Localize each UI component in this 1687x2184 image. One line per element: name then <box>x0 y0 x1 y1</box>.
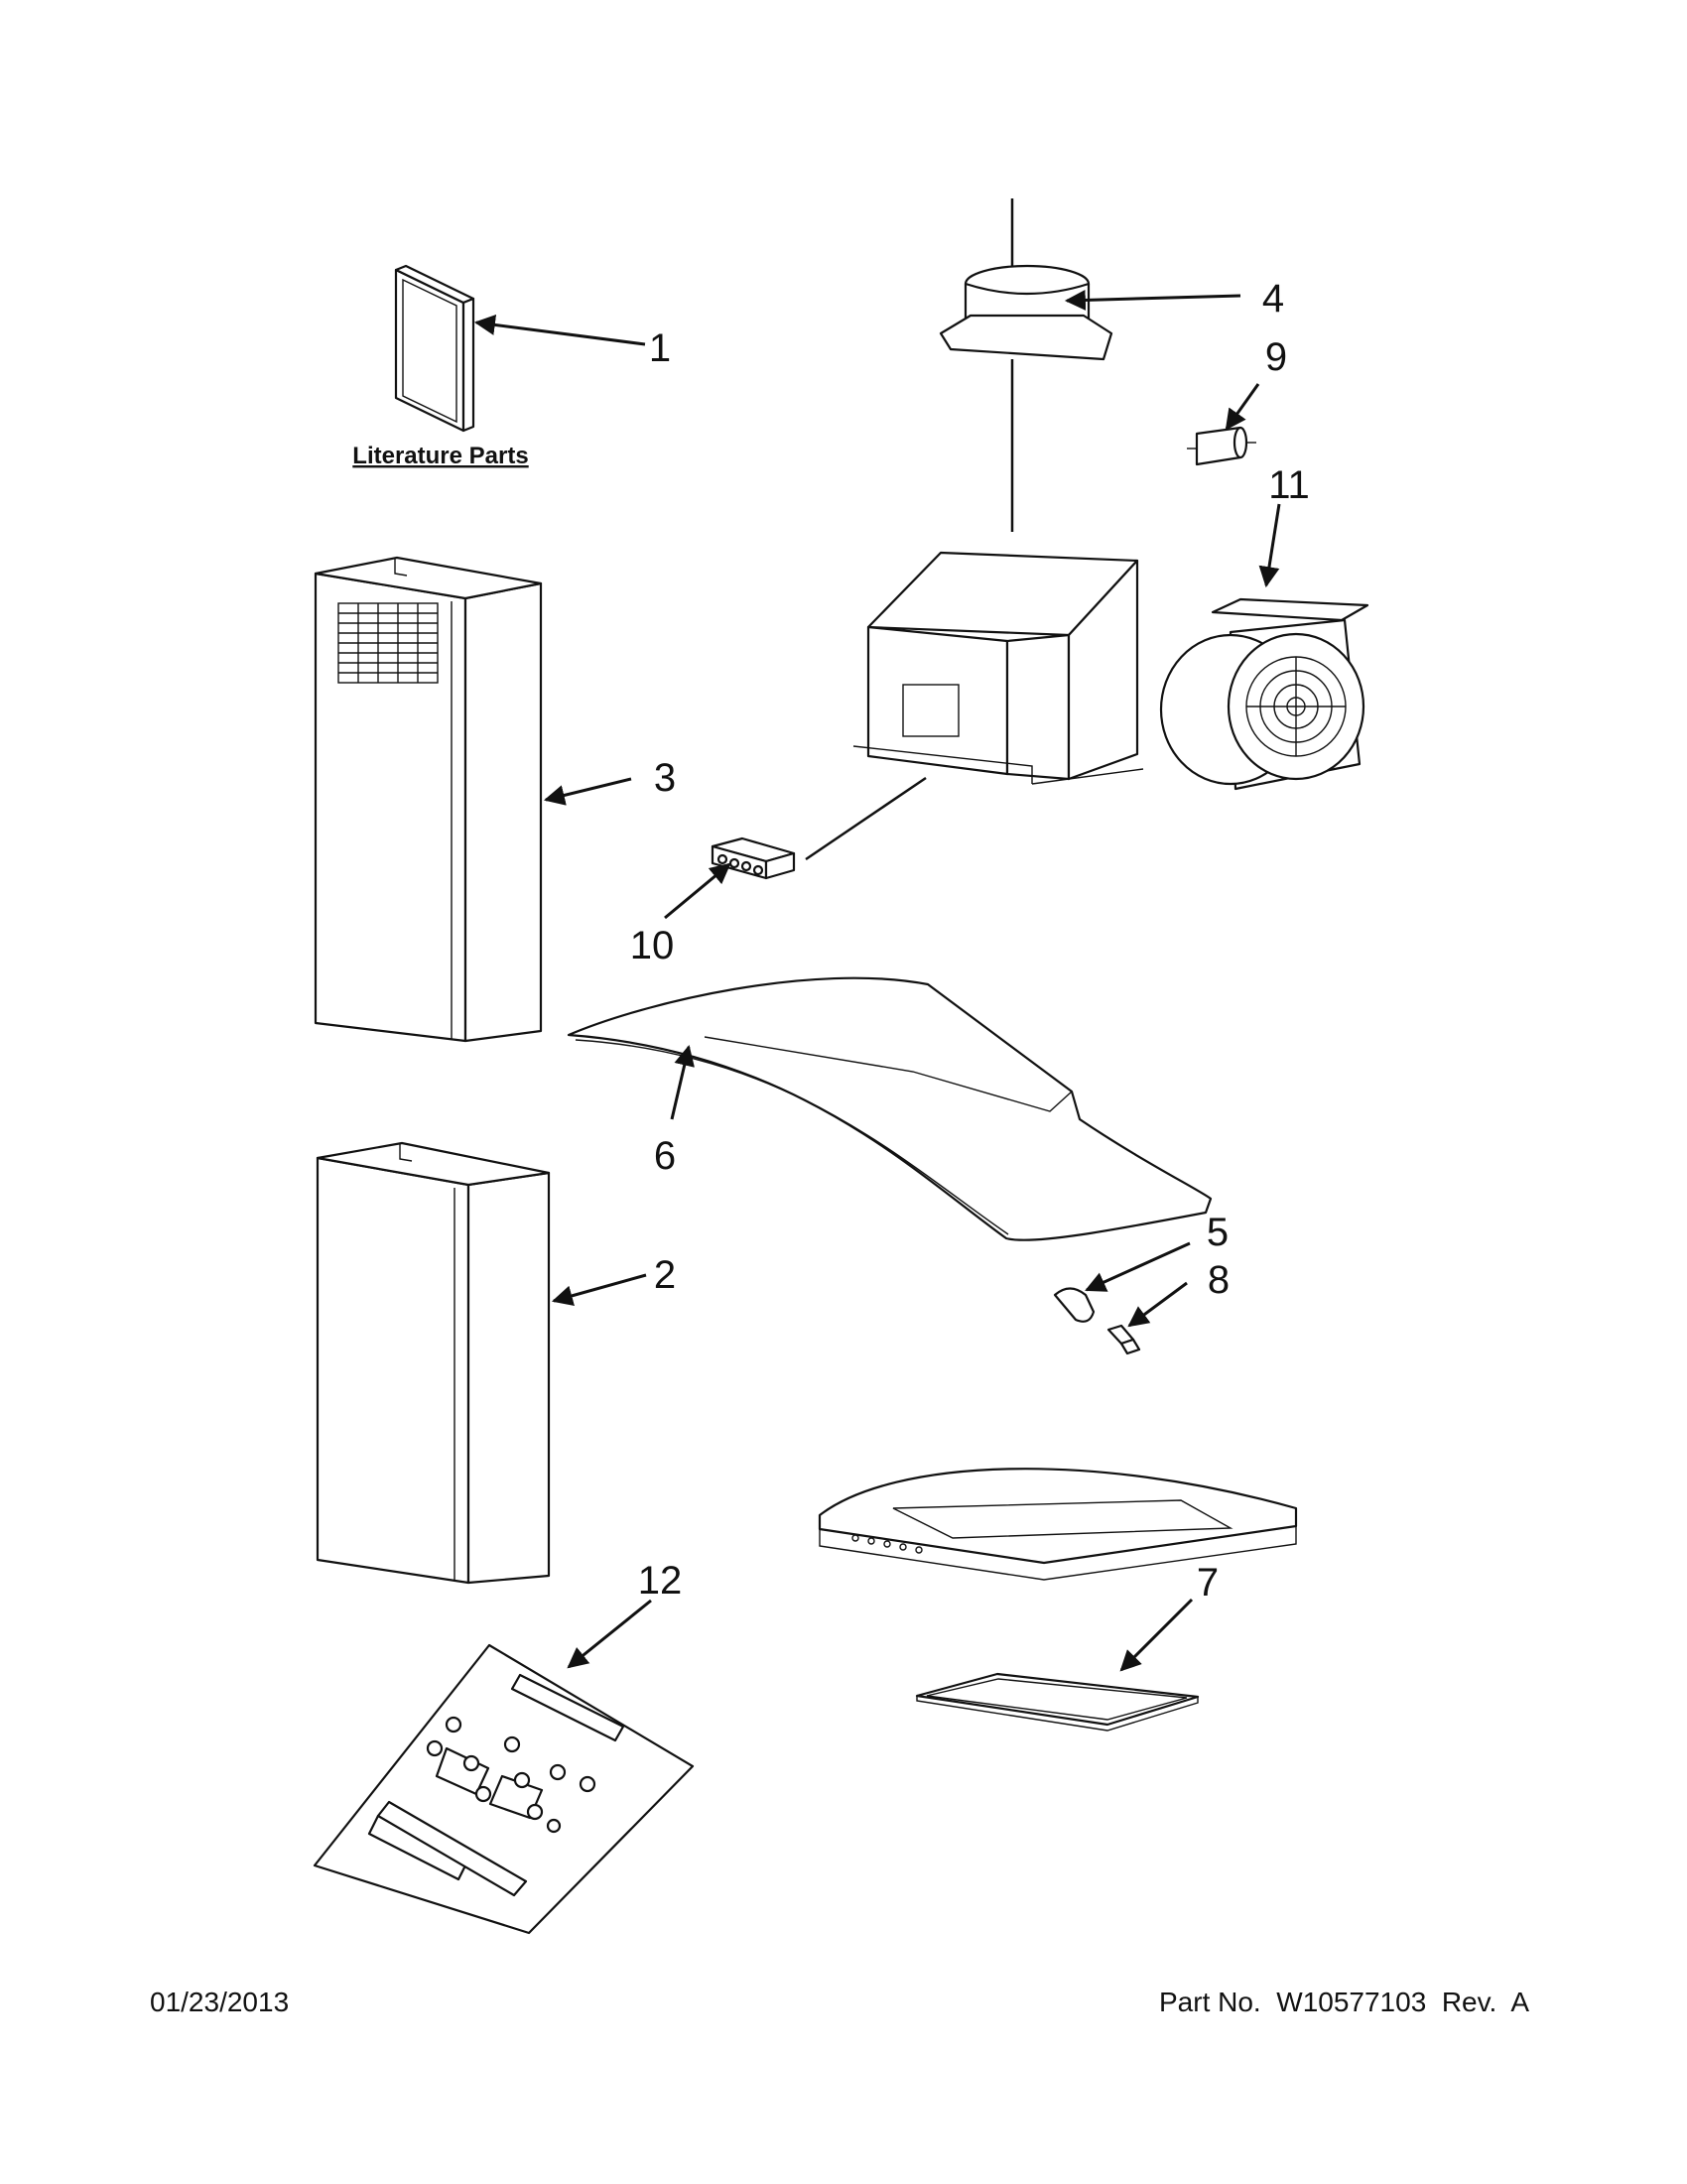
part-11-blower-motor <box>1159 597 1369 791</box>
callout-5: 5 <box>1207 1211 1229 1254</box>
part-5-light-bulb <box>1053 1287 1096 1323</box>
callout-1: 1 <box>649 326 671 370</box>
callout-6: 6 <box>654 1134 676 1178</box>
callout-numbers: 1 2 3 4 5 6 7 8 9 10 11 12 <box>630 277 1310 1605</box>
footer-part-number: Part No. W10577103 Rev. A <box>1159 1987 1530 2017</box>
callout-3: 3 <box>654 756 676 800</box>
callout-4: 4 <box>1262 277 1284 321</box>
hood-base-pan <box>818 1468 1298 1581</box>
part-6-glass-canopy <box>567 976 1213 1241</box>
part-12-mounting-hardware-kit <box>313 1643 695 1935</box>
part-9-capacitor <box>1187 426 1256 466</box>
part-10-control-switch <box>711 776 927 880</box>
callout-12: 12 <box>638 1559 683 1603</box>
part-3-upper-chimney <box>314 556 543 1043</box>
part-7-grease-filter <box>915 1672 1200 1732</box>
callout-11: 11 <box>1268 463 1310 507</box>
callout-8: 8 <box>1208 1258 1230 1302</box>
part-1-literature <box>394 264 475 433</box>
chimney-vent-grille <box>337 602 439 684</box>
literature-parts-label: Literature Parts <box>352 443 528 469</box>
blower-housing <box>852 551 1144 785</box>
callout-7: 7 <box>1197 1561 1219 1605</box>
footer-date: 01/23/2013 <box>150 1987 290 2017</box>
callout-2: 2 <box>654 1253 676 1297</box>
callout-9: 9 <box>1265 335 1287 379</box>
callout-leaders <box>473 289 1281 1672</box>
part-4-damper <box>939 198 1113 532</box>
part-8-lamp-socket <box>1106 1324 1141 1355</box>
callout-10: 10 <box>630 924 675 967</box>
part-2-lower-chimney <box>316 1141 551 1585</box>
